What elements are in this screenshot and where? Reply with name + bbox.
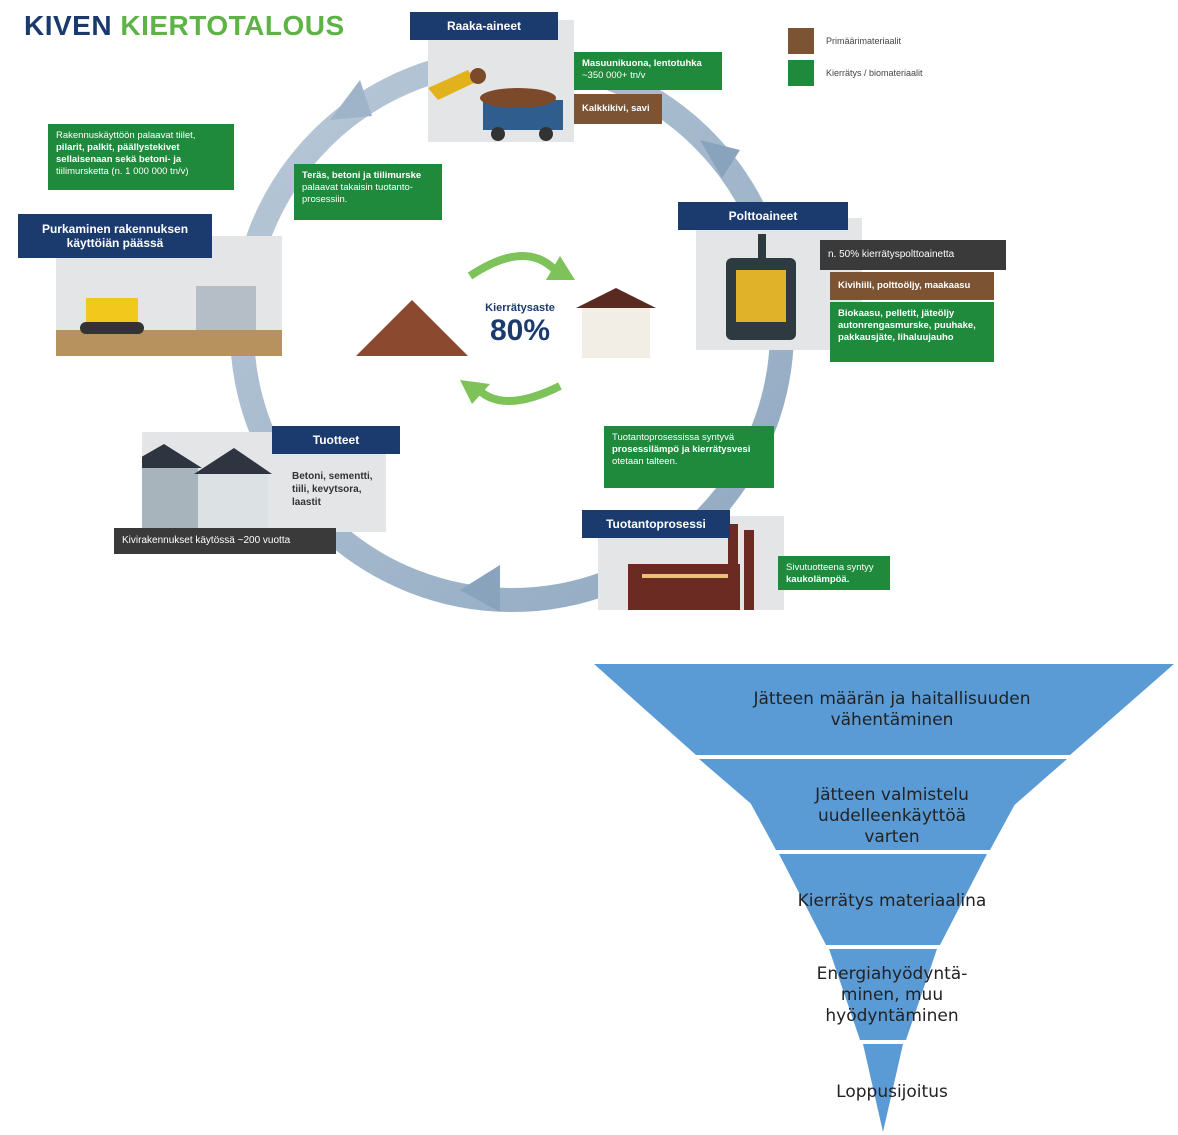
- raw-recycled-box: Masuunikuona, lentotuhka ~350 000+ tn/v: [574, 52, 722, 90]
- green-arrow-bottom: [471, 382, 562, 405]
- arrow-head-top-right: [700, 140, 740, 178]
- truck-illustration: [428, 68, 563, 141]
- factory-illustration: [628, 524, 754, 610]
- pyramid-label-2-line1: Jätteen valmistelu uudelleenkäyttöä: [815, 785, 969, 826]
- fuels-recycled-box: Biokaasu, pelletit, jäteöljy autonrengas…: [830, 302, 994, 362]
- demolition-return-line1: Teräs, betoni ja tiilimurske: [302, 170, 422, 181]
- pyramid-level-2b: [726, 758, 1040, 850]
- fuels-recycled-line3: pakkausjäte, lihaluujauho: [838, 332, 954, 343]
- fuels-recycled-line1: Biokaasu, pelletit, jäteöljy: [838, 308, 955, 319]
- raw-materials-panel: [428, 20, 574, 142]
- demolition-title-line1: Purkaminen rakennuksen: [41, 222, 189, 236]
- products-list: Betoni, sementti, tiili, kevytsora, laas…: [292, 470, 382, 509]
- demolition-return-callout: Teräs, betoni ja tiilimurske palaavat ta…: [294, 164, 442, 220]
- pyramid-label-5: Loppusijoitus: [752, 1082, 1032, 1103]
- production-side-box: Sivutuotteena syntyy kaukolämpöä.: [778, 556, 890, 590]
- raw-primary-box: Kalkkikivi, savi: [574, 94, 662, 124]
- demolition-return-line3: prosessiin.: [302, 194, 348, 205]
- legend-recycled-label: Kierrätys / biomateriaalit: [826, 68, 923, 78]
- demolition-title-line2: käyttöiän päässä: [66, 236, 164, 250]
- furnace-illustration: [726, 234, 796, 340]
- gravel-pile-icon: [356, 300, 468, 356]
- pyramid-label-1: Jätteen määrän ja haitallisuuden vähentä…: [752, 689, 1032, 731]
- raw-recycled-line2: ~350 000+ tn/v: [582, 70, 646, 81]
- legend-primary-label: Primäärimateriaalit: [826, 36, 902, 46]
- products-line3: laastit: [292, 497, 321, 508]
- production-callout-line1: Tuotantoprosessissa syntyvä: [612, 432, 735, 443]
- pyramid-label-1-line1: Jätteen määrän ja haitallisuuden: [753, 689, 1031, 709]
- production-callout-line2: prosessilämpö ja kierrätysvesi: [612, 444, 751, 455]
- pyramid-level-4: [829, 949, 937, 1040]
- fuels-recycled-line2: autonrengasmurske, puuhake,: [838, 320, 976, 331]
- production-side-line2: kaukolämpöä.: [786, 574, 850, 585]
- pyramid-label-4-line2: minen, muu: [840, 985, 944, 1005]
- demolition-callout-line2: pilarit, palkit, päällystekivet: [56, 142, 180, 153]
- pyramid-level-1: [594, 664, 1174, 755]
- demolition-return-line2: palaavat takaisin tuotanto-: [302, 182, 413, 193]
- recycling-rate-value: 80%: [489, 314, 551, 347]
- arrow-head-top-left: [330, 80, 372, 120]
- legend-recycled-swatch: [788, 60, 814, 86]
- stage-title-products: Tuotteet: [272, 426, 400, 454]
- title-part2: KIERTOTALOUS: [120, 10, 345, 41]
- pyramid-label-4-line1: Energiahyödyntä-: [816, 964, 968, 984]
- pyramid-label-4: Energiahyödyntä- minen, muu hyödyntämine…: [752, 964, 1032, 1027]
- products-line1: Betoni, sementti,: [292, 471, 373, 482]
- title-part1: KIVEN: [24, 10, 121, 41]
- pyramid-label-3-line1: Kierrätys materiaalina: [797, 891, 987, 911]
- products-lifetime-box: Kivirakennukset käytössä ~200 vuotta: [114, 528, 336, 554]
- raw-recycled-line1: Masuunikuona, lentotuhka: [582, 58, 702, 69]
- bulldozer-illustration: [56, 286, 282, 356]
- green-arrow-bottom-head: [460, 380, 490, 404]
- demolition-reuse-callout: Rakennuskäyttöön palaavat tiilet, pilari…: [48, 124, 234, 190]
- fuels-primary-box: Kivihiili, polttoöljy, maakaasu: [830, 272, 994, 300]
- demolition-callout-line4: tiilimursketta (n. 1 000 000 tn/v): [56, 166, 189, 177]
- pyramid-level-5: [863, 1044, 903, 1132]
- stage-title-raw: Raaka-aineet: [410, 12, 558, 40]
- waste-hierarchy-pyramid: [594, 664, 1174, 1132]
- arrow-head-bottom: [460, 565, 500, 612]
- house-icon: [576, 288, 656, 358]
- legend-primary-swatch: [788, 28, 814, 54]
- pyramid-label-4-line3: hyödyntäminen: [825, 1006, 959, 1026]
- page-title: KIVEN KIERTOTALOUS: [24, 10, 345, 42]
- stage-title-production: Tuotantoprosessi: [582, 510, 730, 538]
- demolition-callout-line3: sellaisenaan sekä betoni- ja: [56, 154, 182, 165]
- production-heat-callout: Tuotantoprosessissa syntyvä prosessilämp…: [604, 426, 774, 488]
- green-arrow-top-head: [546, 256, 575, 280]
- pyramid-overlay: [590, 755, 1178, 1044]
- demolition-callout-line1: Rakennuskäyttöön palaavat tiilet,: [56, 130, 196, 141]
- pyramid-level-3: [779, 854, 987, 945]
- fuels-share-box: n. 50% kierrätyspolttoainetta: [820, 240, 1006, 270]
- stage-title-demolition: Purkaminen rakennuksen käyttöiän päässä: [18, 214, 212, 258]
- green-arrow-top: [467, 252, 564, 280]
- products-line2: tiili, kevytsora,: [292, 484, 362, 495]
- production-callout-line3: otetaan talteen.: [612, 456, 678, 467]
- pyramid-label-1-line2: vähentäminen: [830, 710, 954, 730]
- stage-title-fuels: Polttoaineet: [678, 202, 848, 230]
- center-illustration: [356, 252, 656, 405]
- production-side-line1: Sivutuotteena syntyy: [786, 562, 874, 573]
- pyramid-label-2-line2: varten: [864, 827, 920, 847]
- recycling-rate-label: Kierrätysaste: [485, 302, 555, 314]
- pyramid-label-5-line1: Loppusijoitus: [836, 1082, 948, 1102]
- pyramid-label-2: Jätteen valmistelu uudelleenkäyttöä vart…: [752, 785, 1032, 848]
- pyramid-label-3: Kierrätys materiaalina: [752, 891, 1032, 912]
